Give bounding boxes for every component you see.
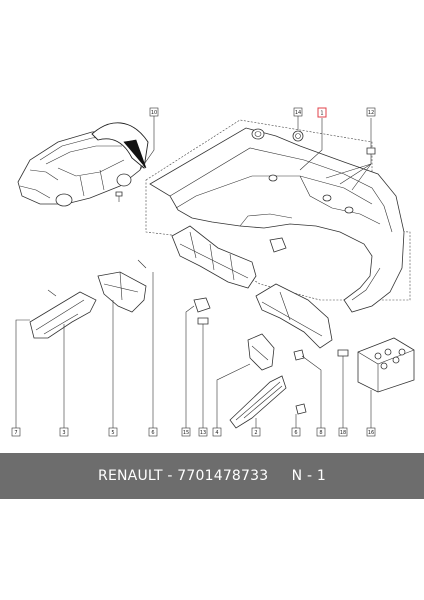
parking-sensor-ring-icon [251,128,265,140]
callout-number: 2 [254,430,257,436]
screw-icon [197,317,209,338]
clip-box-part [357,337,415,393]
part-number: 7701478733 [177,468,269,484]
caption-separator: - [162,468,178,484]
caption-bar: RENAULT - 7701478733 N - 1 [0,453,424,499]
callout-number: 6 [294,430,297,436]
leader-lines [15,116,372,428]
callout-number: 10 [151,110,157,116]
callout-number: 4 [215,430,218,436]
screw-icon [366,147,376,164]
callout-box: 6 [148,427,158,437]
caption-gap [268,468,291,484]
side-support-part [255,283,333,349]
screw-icon [337,349,349,370]
clip-icon [295,403,307,415]
sensor-clip-icon [292,130,304,142]
callout-box: 3 [59,427,69,437]
callout-box: 4 [212,427,222,437]
lower-bracket-part [229,375,287,429]
rear-bumper-part [149,127,405,313]
callout-box: 18 [338,427,348,437]
callout-number: 13 [200,430,206,436]
callout-box: 7 [11,427,21,437]
caption-text: RENAULT - 7701478733 N - 1 [0,453,424,499]
callout-number: 5 [111,430,114,436]
clip-icon [269,237,287,253]
callout-number: 18 [340,430,346,436]
callout-box: 16 [366,427,376,437]
callout-number: 15 [183,430,189,436]
callout-box: 5 [108,427,118,437]
callout-box: 6 [291,427,301,437]
callout-box: 13 [198,427,208,437]
callout-box: 8 [316,427,326,437]
bracket-part [29,291,97,339]
callout-box: 10 [149,107,159,117]
callout-number: 8 [319,430,322,436]
callout-number: 16 [368,430,374,436]
center-support-part [171,225,257,289]
clip-part [97,271,147,313]
callout-box-highlighted: 1 [317,107,327,118]
rear-location-arrow [91,122,149,169]
callout-box: 14 [293,107,303,117]
clip-icon [193,297,211,313]
callout-number: 7 [14,430,17,436]
brand-label: RENAULT [98,468,163,484]
callout-number: 1 [320,111,323,117]
callout-number: 12 [368,110,374,116]
callout-box: 2 [251,427,261,437]
clip-icon [293,349,305,361]
car-overview-illustration [17,129,147,207]
callout-number: 14 [295,110,301,116]
screw-icon [115,191,123,202]
callout-box: 15 [181,427,191,437]
mounting-plate-part [247,333,275,371]
quantity-note: N - 1 [291,468,326,484]
callout-number: 3 [62,430,65,436]
callout-number: 6 [151,430,154,436]
callout-box: 12 [366,107,376,117]
